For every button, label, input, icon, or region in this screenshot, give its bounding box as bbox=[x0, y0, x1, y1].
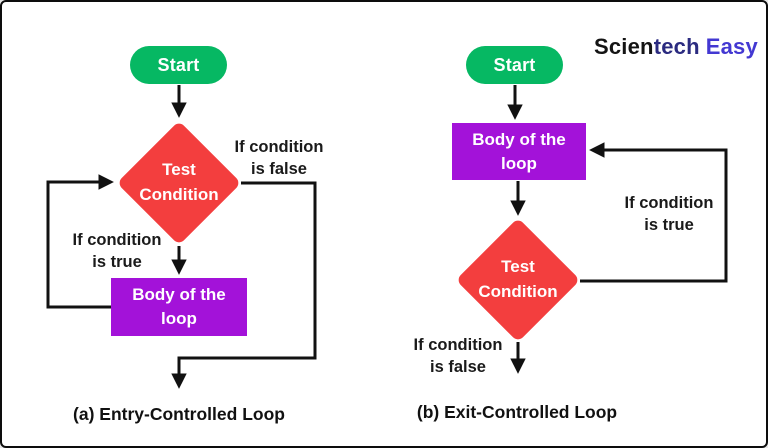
entry-body-label: Body of the loop bbox=[132, 285, 226, 328]
entry-body-node: Body of the loop bbox=[111, 278, 247, 336]
exit-body-node: Body of the loop bbox=[452, 123, 586, 180]
entry-start-label: Start bbox=[157, 54, 200, 75]
exit-loop-caption: (b) Exit-Controlled Loop bbox=[416, 402, 618, 422]
brand-logo-part2: tech bbox=[653, 34, 700, 59]
exit-start-label: Start bbox=[493, 54, 536, 75]
exit-true-branch-label: If condition is true bbox=[624, 194, 714, 235]
exit-condition-label: Test Condition bbox=[478, 257, 558, 301]
entry-false-branch-label: If condition is false bbox=[234, 138, 324, 179]
entry-start-node: Start bbox=[130, 46, 227, 84]
exit-body-label: Body of the loop bbox=[472, 129, 566, 173]
entry-condition-label: Test Condition bbox=[139, 160, 219, 204]
exit-false-branch-label: If condition is false bbox=[413, 336, 503, 377]
entry-true-branch-label: If condition is true bbox=[72, 231, 162, 272]
entry-loop-caption: (a) Entry-Controlled Loop bbox=[73, 404, 285, 424]
brand-logo-part3: Easy bbox=[705, 34, 758, 59]
exit-start-node: Start bbox=[466, 46, 563, 84]
brand-logo-part1: Scien bbox=[594, 34, 654, 59]
